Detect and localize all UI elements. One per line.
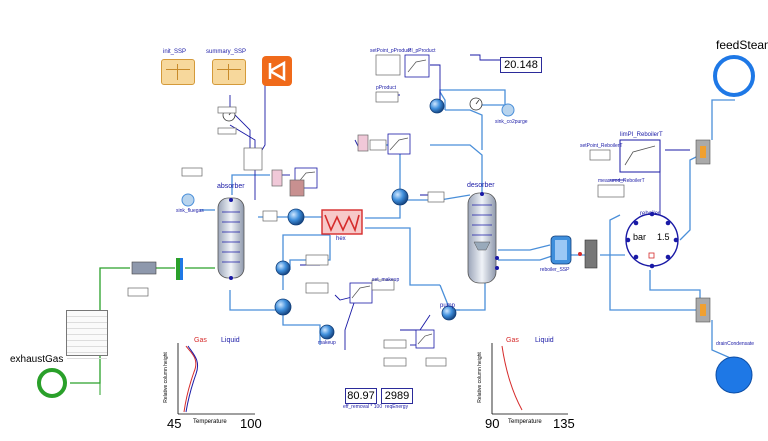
composition-table xyxy=(66,310,108,359)
pump-icon[interactable] xyxy=(274,98,457,340)
exhaust-gas-source-icon[interactable] xyxy=(37,368,67,398)
plot2-xmax: 135 xyxy=(553,416,575,431)
pump-label: pump xyxy=(440,303,456,309)
req-energy-readout: 2989 xyxy=(381,388,413,404)
plot1-xlabel: Temperature xyxy=(193,419,227,425)
plot2-gas-curve xyxy=(501,345,523,411)
pi-controller-icon[interactable] xyxy=(294,54,661,349)
desorber-column[interactable] xyxy=(467,192,499,284)
reboiler-ssp-block[interactable] xyxy=(550,235,598,269)
plot2-xmin: 90 xyxy=(485,416,500,431)
absorber-temperature-plot xyxy=(177,343,255,415)
measured-reboiler-label: measured_ReboilerT xyxy=(598,178,645,184)
reboiler-bar-label: bar xyxy=(633,232,647,242)
fmi-logo-icon xyxy=(262,56,292,86)
plot1-gas-legend: Gas xyxy=(194,337,207,344)
reboiler-ssp-label: reboiler_SSP xyxy=(540,267,570,273)
absorber-label: absorber xyxy=(217,183,245,190)
lim-pi-label: limPI_ReboilerT xyxy=(620,132,663,138)
makeup-label: makeup xyxy=(318,340,336,346)
pi-product-label: PI_pProduct xyxy=(408,48,436,54)
plot2-xlabel: Temperature xyxy=(508,419,542,425)
plot1-gas-curve xyxy=(183,345,197,413)
input-blocks[interactable] xyxy=(127,54,625,367)
drain-condensate-sink-icon[interactable] xyxy=(715,356,753,394)
gas-heater-block[interactable] xyxy=(131,258,183,280)
summary-ssp-label: summary_SSP xyxy=(206,49,247,55)
plot1-ylabel: Relative column height xyxy=(162,352,169,403)
valve-icon[interactable] xyxy=(695,139,711,323)
absorber-column[interactable] xyxy=(217,197,245,280)
drain-condensate-label: drainCondensate xyxy=(716,341,755,347)
hex-label: hex xyxy=(336,236,346,242)
reboiler-label: reboiler xyxy=(640,211,661,217)
exhaust-gas-label: exhaustGas xyxy=(10,354,64,365)
plot2-gas-legend: Gas xyxy=(506,337,519,344)
sink-fluegas-label: sink_fluegas xyxy=(176,208,204,214)
sink-co2-label: sink_co2purge xyxy=(495,119,528,125)
re-removal-label: eff_removal * 100 xyxy=(343,404,383,410)
req-energy-label: reqEnergy xyxy=(385,404,409,410)
desorber-label: desorber xyxy=(467,182,495,189)
setpoint-reboiler-label: setPoint_ReboilerT xyxy=(580,143,623,149)
plot1-liquid-curve xyxy=(185,345,199,413)
plot1-xmax: 100 xyxy=(240,416,262,431)
sink-icon[interactable] xyxy=(181,103,515,207)
init-ssp-icon[interactable] xyxy=(161,59,195,85)
setpoint-p-product-label: setPoint_pProduct xyxy=(370,48,411,54)
plot2-liquid-legend: Liquid xyxy=(535,337,554,344)
reboiler-vessel[interactable] xyxy=(625,211,679,269)
summary-ssp-icon[interactable] xyxy=(212,59,246,85)
feed-steam-label: feedSteam xyxy=(716,38,768,52)
reboiler-bar-value: 1.5 xyxy=(657,232,670,242)
set-makeup-label: set_makeup xyxy=(372,277,400,283)
p-product-label: pProduct xyxy=(376,85,397,91)
desorber-temperature-plot xyxy=(491,343,568,415)
heat-exchanger-icon[interactable] xyxy=(321,209,363,235)
feed-steam-source-icon[interactable] xyxy=(713,55,755,97)
re-removal-readout: 80.97 xyxy=(345,388,377,404)
init-ssp-label: init_SSP xyxy=(163,49,187,55)
signal-lines xyxy=(229,54,690,350)
plot2-ylabel: Relative column height xyxy=(476,352,483,403)
plot1-xmin: 45 xyxy=(167,416,182,431)
pressure-readout: 20.148 xyxy=(500,57,542,73)
plot1-liquid-legend: Liquid xyxy=(221,337,240,344)
